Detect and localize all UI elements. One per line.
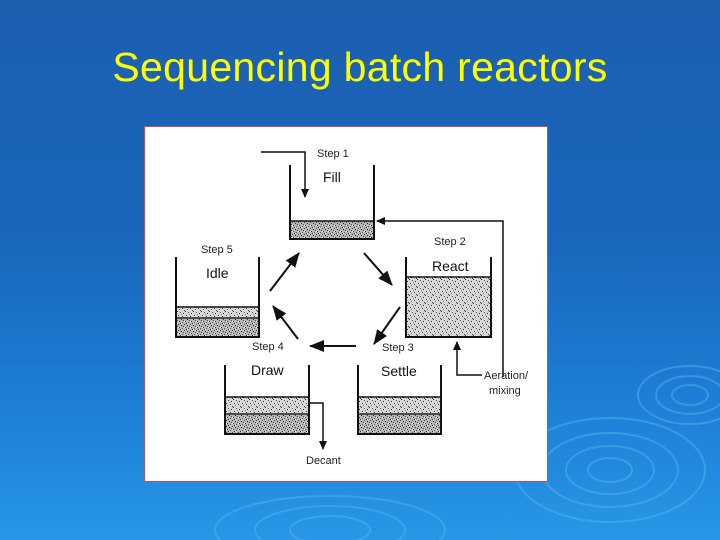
fill-label: Fill [323, 169, 341, 185]
arrow-fill-to-react [363, 252, 393, 286]
aeration-arrow [453, 341, 482, 376]
tank-fill [289, 165, 375, 240]
step5-label: Step 5 [201, 244, 233, 256]
react-label: React [432, 258, 469, 274]
arrow-draw-to-idle [272, 305, 299, 340]
sbr-cycle-diagram: Step 1 Fill Step 2 React Aeration/ mixin… [175, 148, 529, 467]
decant-label: Decant [306, 455, 341, 467]
arrow-react-to-settle [373, 306, 401, 345]
return-line-arrow [376, 217, 504, 377]
tank-react [405, 257, 492, 338]
settle-label: Settle [381, 363, 417, 379]
tank-draw [224, 365, 310, 435]
aeration-label-line1: Aeration/ [484, 370, 529, 382]
step3-label: Step 3 [382, 342, 414, 354]
step1-label: Step 1 [317, 148, 349, 160]
step2-label: Step 2 [434, 236, 466, 248]
tank-idle [175, 257, 260, 338]
aeration-label-line2: mixing [489, 385, 521, 397]
slide-title: Sequencing batch reactors [112, 44, 608, 90]
draw-label: Draw [251, 362, 285, 378]
sbr-diagram-panel: Step 1 Fill Step 2 React Aeration/ mixin… [144, 126, 548, 482]
decant-arrow [309, 402, 327, 450]
inflow-arrow [261, 151, 309, 198]
idle-label: Idle [206, 265, 229, 281]
arrow-idle-to-fill [269, 252, 300, 292]
step4-label: Step 4 [252, 341, 284, 353]
tank-settle [357, 365, 442, 435]
